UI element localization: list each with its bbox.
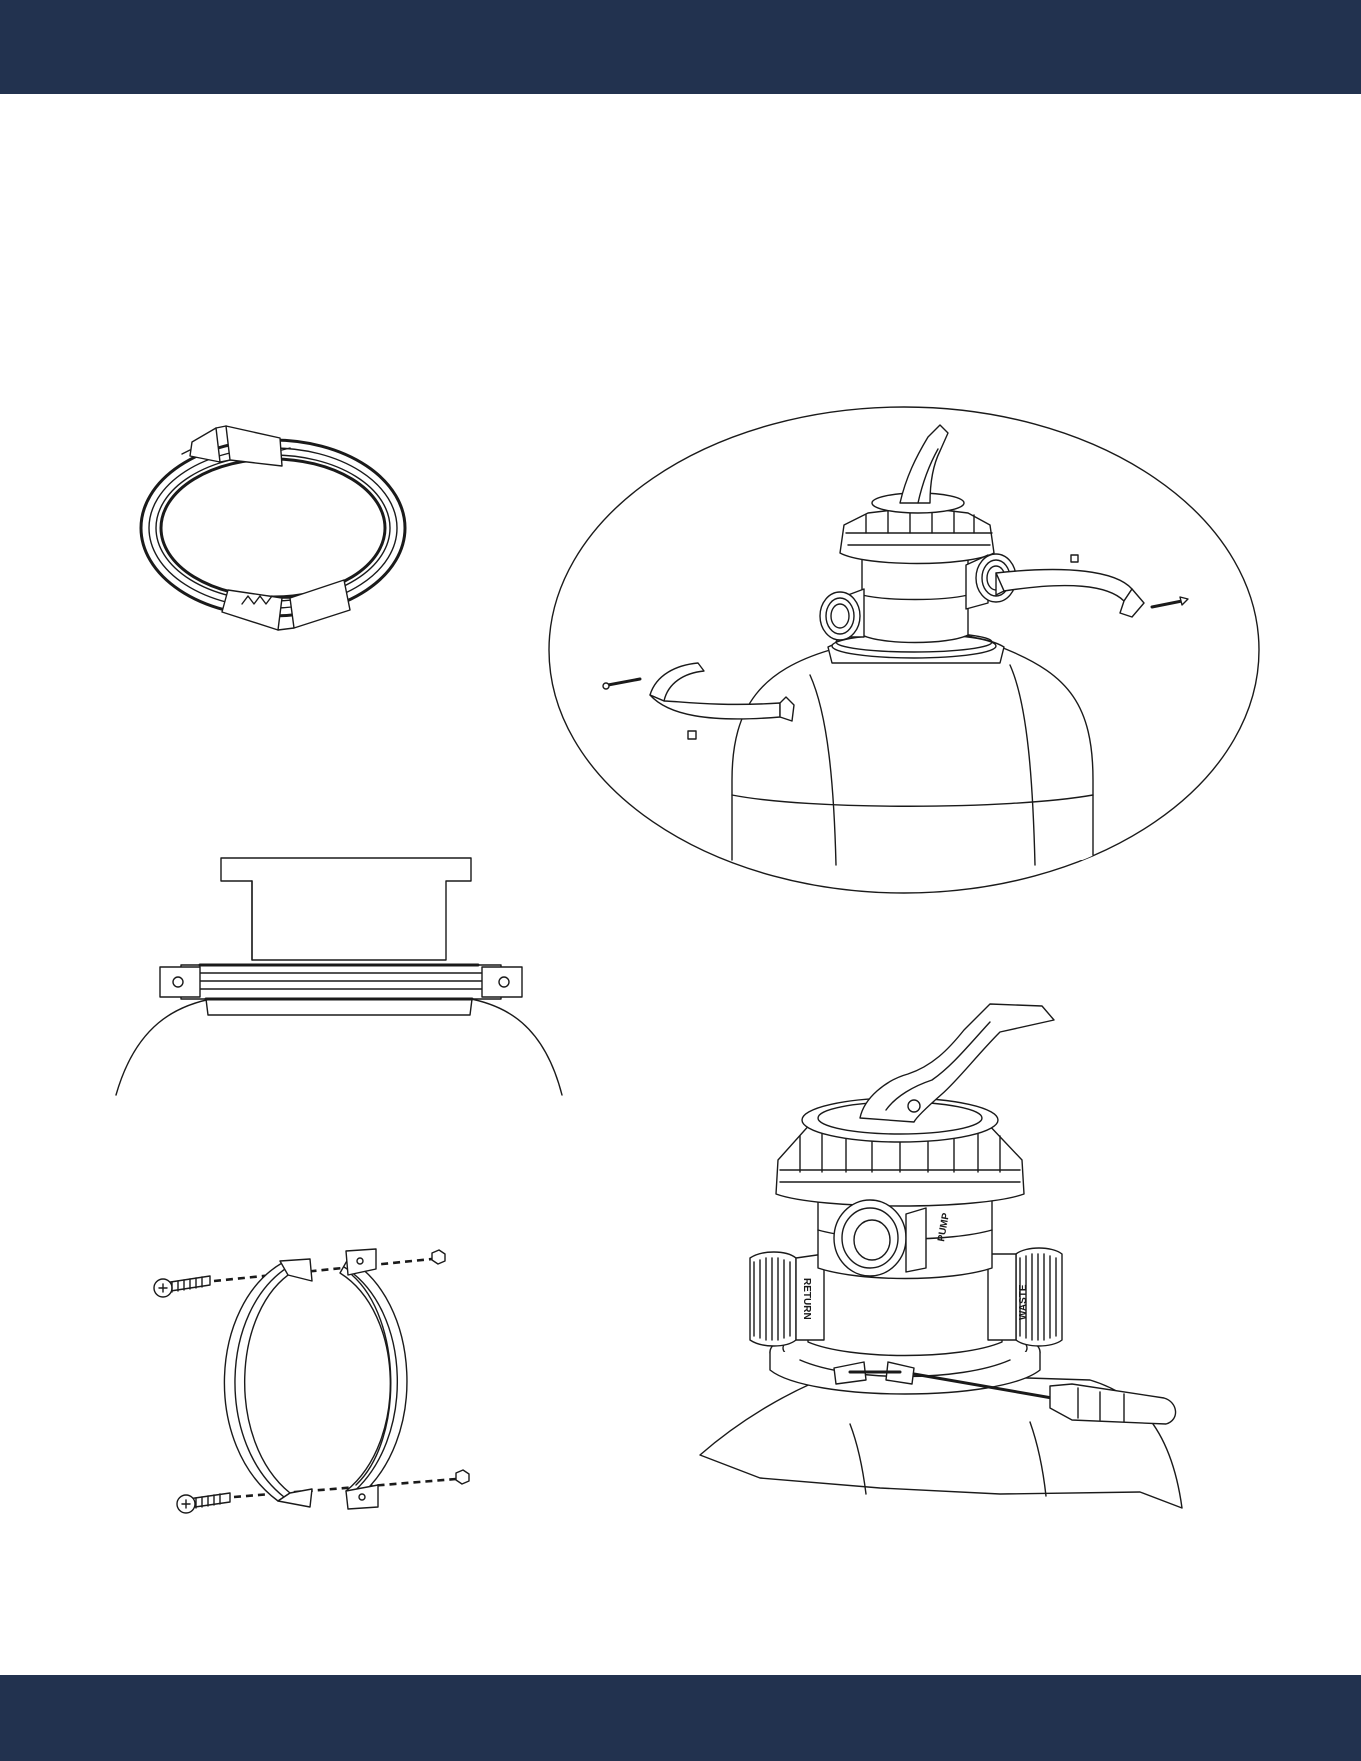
valve-screwdriver-illustration: PUMP RETURN WASTE — [700, 1010, 1200, 1510]
return-port-label: RETURN — [801, 1278, 812, 1320]
waste-port-label: WASTE — [1018, 1284, 1029, 1320]
footer-band — [0, 1675, 1361, 1761]
tank-neck-illustration — [116, 855, 562, 1100]
clamp-ring-illustration — [130, 420, 420, 640]
valve-clamp-exploded-illustration — [548, 405, 1260, 895]
header-band — [0, 0, 1361, 94]
clamp-screw-assembly-illustration — [150, 1245, 480, 1545]
